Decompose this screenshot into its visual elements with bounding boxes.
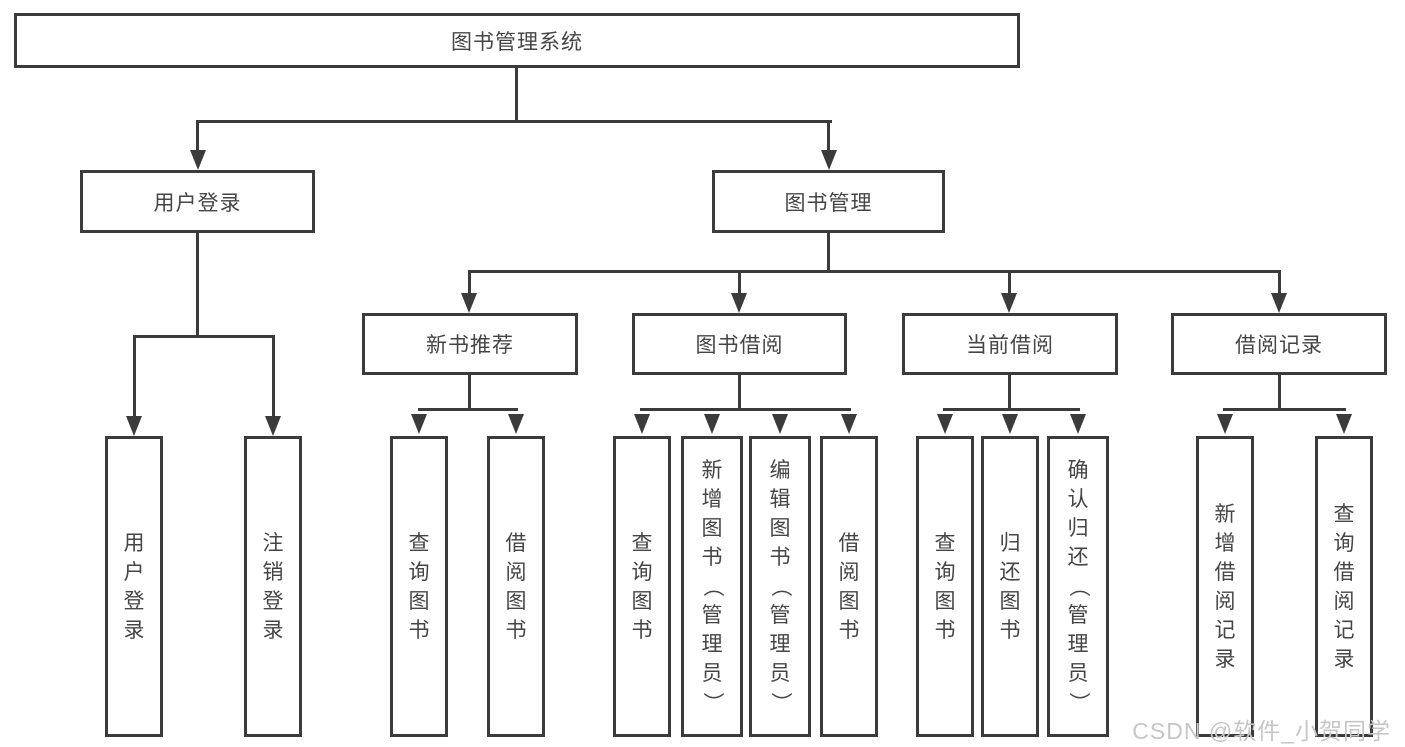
connector-borrow-hbar <box>640 408 851 411</box>
arrow-down-icon <box>731 293 747 313</box>
connector-root-drop-left <box>196 120 199 153</box>
arrow-down-icon <box>1217 414 1233 434</box>
node-return-books: 归还图书 <box>981 436 1039 737</box>
connector-borrow-stem <box>738 375 741 408</box>
connector-records-stem <box>1278 375 1281 408</box>
watermark: CSDN @软件_小贺同学 <box>1132 718 1391 744</box>
arrow-down-icon <box>1001 293 1017 313</box>
node-logout-leaf: 注销登录 <box>244 436 302 737</box>
node-user-login: 用户登录 <box>80 170 315 233</box>
node-label: 编辑图书（管理员） <box>768 459 792 713</box>
arrow-down-icon <box>704 414 720 434</box>
connector-book-drop-4 <box>1278 270 1281 296</box>
arrow-down-icon <box>841 414 857 434</box>
connector-user-drop-right <box>272 335 275 417</box>
arrow-down-icon <box>126 416 142 436</box>
arrow-down-icon <box>821 150 837 170</box>
arrow-down-icon <box>265 416 281 436</box>
root-node-library-system: 图书管理系统 <box>14 13 1020 68</box>
connector-current-stem <box>1008 375 1011 408</box>
connector-current-hbar <box>943 408 1080 411</box>
node-confirm-return-admin: 确认归还（管理员） <box>1047 436 1109 737</box>
arrow-down-icon <box>937 414 953 434</box>
node-label: 新增图书（管理员） <box>700 459 724 713</box>
node-label: 查询图书 <box>934 531 956 642</box>
connector-user-drop-left <box>133 335 136 417</box>
arrow-down-icon <box>772 414 788 434</box>
connector-root-drop-right <box>827 120 830 153</box>
arrow-down-icon <box>1070 414 1086 434</box>
connector-user-stem <box>196 233 199 335</box>
node-add-borrow-record: 新增借阅记录 <box>1196 436 1254 737</box>
arrow-down-icon <box>1271 293 1287 313</box>
connector-book-drop-3 <box>1008 270 1011 296</box>
node-query-borrow-record: 查询借阅记录 <box>1315 436 1373 737</box>
arrow-down-icon <box>1002 414 1018 434</box>
connector-book-drop-2 <box>738 270 741 296</box>
node-label: 查询图书 <box>408 531 430 642</box>
node-label: 注销登录 <box>262 531 284 642</box>
node-query-books-current: 查询图书 <box>916 436 974 737</box>
node-label: 归还图书 <box>999 531 1021 642</box>
node-label: 借阅图书 <box>505 531 527 642</box>
node-add-book-admin: 新增图书（管理员） <box>681 436 743 737</box>
arrow-down-icon <box>190 150 206 170</box>
connector-book-stem <box>827 233 830 270</box>
node-label: 查询图书 <box>631 531 653 642</box>
node-label: 借阅图书 <box>838 531 860 642</box>
node-query-books-borrow: 查询图书 <box>613 436 671 737</box>
node-user-login-leaf: 用户登录 <box>105 436 163 737</box>
node-current-borrow: 当前借阅 <box>902 313 1118 375</box>
node-new-book-recommend: 新书推荐 <box>362 313 578 375</box>
node-borrow-books-leaf: 借阅图书 <box>820 436 878 737</box>
node-label: 查询借阅记录 <box>1333 502 1355 671</box>
arrow-down-icon <box>461 293 477 313</box>
connector-rec-hbar <box>418 408 518 411</box>
node-label: 用户登录 <box>123 531 145 642</box>
arrow-down-icon <box>634 414 650 434</box>
node-book-management: 图书管理 <box>712 170 945 233</box>
connector-book-drop-1 <box>468 270 471 296</box>
connector-user-hbar <box>133 335 275 338</box>
arrow-down-icon <box>411 414 427 434</box>
connector-book-hbar <box>468 270 1281 273</box>
node-label: 新增借阅记录 <box>1214 502 1236 671</box>
node-borrow-records: 借阅记录 <box>1171 313 1387 375</box>
connector-root-stem <box>515 68 518 121</box>
node-edit-book-admin: 编辑图书（管理员） <box>749 436 811 737</box>
connector-rec-stem <box>468 375 471 408</box>
node-book-borrow: 图书借阅 <box>632 313 847 375</box>
arrow-down-icon <box>508 414 524 434</box>
node-borrow-books-rec: 借阅图书 <box>487 436 545 737</box>
node-query-books-rec: 查询图书 <box>390 436 448 737</box>
arrow-down-icon <box>1336 414 1352 434</box>
node-label: 确认归还（管理员） <box>1066 459 1090 713</box>
connector-root-hbar <box>196 120 832 123</box>
connector-records-hbar <box>1223 408 1346 411</box>
